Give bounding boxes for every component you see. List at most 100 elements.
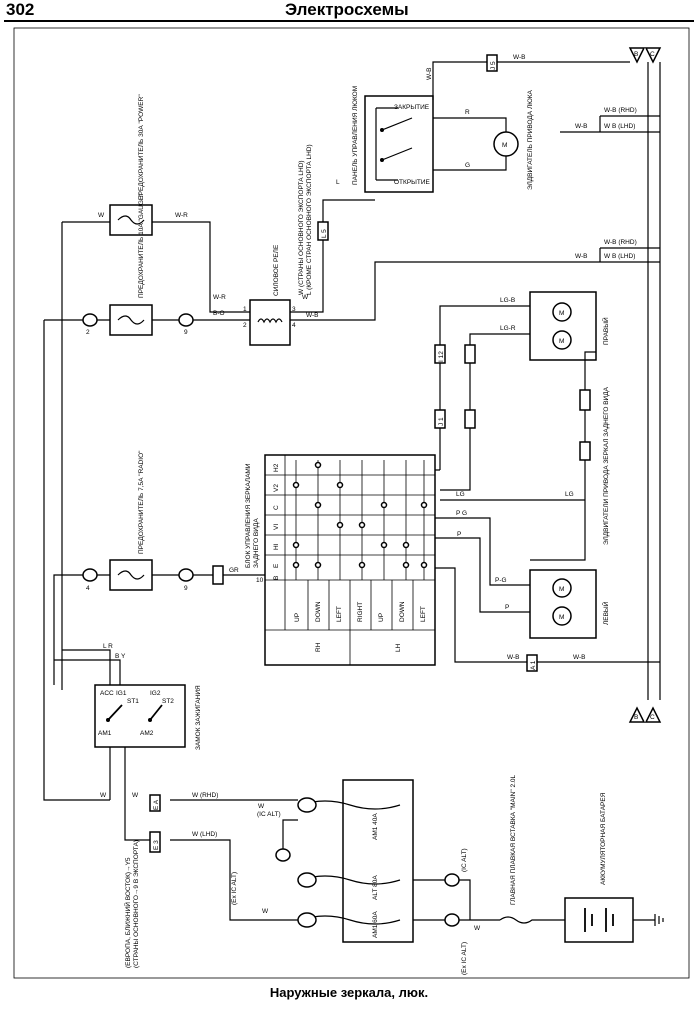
wire-label-g: G (465, 162, 470, 169)
connector-oval-2 (297, 872, 317, 888)
fuse-gauge-label: ПРЕДОХРАНИТЕЛЬ 10А "GAUGE" (138, 193, 145, 298)
connector-oval-1 (297, 797, 317, 813)
marker-b-top (628, 47, 646, 64)
wire-label-p: P (457, 531, 461, 538)
marker-b-bottom-label: B (634, 714, 638, 721)
sunroof-open-label: ОТКРЫТИЕ (394, 179, 431, 186)
mirror-block-label-1: БЛОК УПРАВЛЕНИЯ ЗЕРКАЛАМИ (245, 463, 252, 568)
power-relay (249, 299, 291, 346)
grid-group-lh: LH (395, 643, 402, 652)
wire-label-wr2: W-R (213, 294, 226, 301)
wire-label-wb-lhd2: W B (LHD) (604, 253, 635, 260)
wire-label-bo: B-O (213, 310, 225, 317)
mirror-motor-left: M M (529, 569, 597, 639)
term-relay-4: 4 (292, 322, 296, 329)
wire-label-pg2: P-G (495, 577, 507, 584)
wire-label-lg: LG (456, 491, 465, 498)
fuse-gauge (109, 304, 153, 336)
grid-group-rh: RH (315, 642, 322, 652)
lhd-note-1: W (СТРАНЫ ОСНОВНОГО ЭКСПОРТА LHD) (298, 160, 305, 295)
region-label-2: (СТРАНЫ ОСНОВНОГО→9 B ЭКСПОРТА) (133, 840, 140, 968)
grid-row-left-rh: LEFT (336, 606, 343, 622)
wire-label-exicalt: (Ex IC ALT) (231, 872, 238, 905)
wire-label-wb-top: W-B (513, 54, 526, 61)
svg-text:M: M (559, 310, 564, 317)
connector-e3-label: E 3 (153, 840, 160, 850)
battery-label: АККУМУЛЯТОРНАЯ БАТАРЕЯ (600, 792, 607, 885)
connector-4-gr (212, 565, 224, 585)
grid-row-right-rh: RIGHT (357, 602, 364, 622)
sunroof-panel-label: ПАНЕЛЬ УПРАВЛЕНИЯ ЛЮКОМ (352, 86, 359, 185)
wire-label-p2: P (505, 604, 509, 611)
diagram-frame (13, 27, 690, 979)
wire-label-l: L (336, 179, 340, 186)
wire-label-lg2: LG (565, 491, 574, 498)
term-2a: 2 (86, 329, 90, 336)
mirror-switch-block (264, 454, 436, 666)
marker-c-top (644, 47, 662, 64)
connector-j5 (486, 54, 498, 72)
grid-col-v2: V2 (273, 484, 280, 492)
svg-text:M: M (502, 142, 507, 149)
page-title: Электросхемы (285, 0, 409, 19)
sunroof-motor-label: ЭЛДВИГАТЕЛЬ ПРИВОДА ЛЮКА (527, 89, 534, 190)
ign-ig1: IG1 (116, 690, 127, 697)
wire-wb-relay-out (290, 261, 660, 321)
wire-label-wb-lhd: W B (LHD) (604, 123, 635, 130)
grid-row-up-lh: UP (378, 613, 385, 622)
grid-row-left-lh: LEFT (420, 606, 427, 622)
wire-power-bus (61, 221, 250, 690)
wire-label-icalt: (IC ALT) (257, 811, 281, 818)
connector-j1-c (579, 441, 591, 461)
fuse-am1-40a: AM1 40A (372, 813, 379, 840)
grid-col-c: C (273, 505, 280, 510)
grid-col-hi: HI (273, 543, 280, 550)
grid-row-down-lh: DOWN (399, 601, 406, 622)
wire-gauge-bus (43, 319, 250, 801)
wire-label-w-relay: W (302, 294, 309, 301)
page-number: 302 (6, 0, 35, 19)
connector-oval-6 (444, 913, 460, 927)
wire-label-lgr: LG-R (500, 325, 516, 332)
wire-label-gr: GR (229, 567, 239, 574)
wire-wb-rhd-lhd-top (560, 115, 660, 133)
mirror-left-label: ЛЕВЫЙ (601, 601, 610, 625)
wire-lg-right (439, 305, 530, 345)
fuse-radio (109, 559, 153, 591)
connector-oval-5 (444, 873, 460, 887)
fuse-radio-label: ПРЕДОХРАНИТЕЛЬ 7,5А "RADIO" (138, 450, 145, 554)
ign-acc: ACC (100, 690, 114, 697)
grid-col-b: B (273, 576, 280, 580)
wire-wb-sunroof (432, 61, 630, 100)
connector-i12-a (434, 344, 446, 364)
wire-bus-bc (647, 62, 661, 700)
fusible-link-block (299, 779, 414, 943)
wire-label-exicalt2: (Ex IC ALT) (461, 942, 468, 975)
grid-col-h2: H2 (273, 463, 280, 472)
sunroof-motor: M (493, 131, 519, 157)
connector-gauge-left (82, 313, 98, 327)
lhd-note-2: L (КРОМЕ СТРАН ОСНОВНОГО ЭКСПОРТА LHD) (306, 144, 313, 295)
ign-st2: ST2 (162, 698, 174, 705)
wire-lg-right-2 (439, 363, 471, 491)
connector-i12-c (579, 389, 591, 411)
wire-label-lgb: LG-B (500, 297, 515, 304)
mirror-motor-right: M M (529, 291, 597, 361)
grid-col-vi: VI (273, 524, 280, 530)
wire-label-wr: W-R (175, 212, 188, 219)
connector-ea-label: E A (153, 799, 160, 810)
fuse-alt-80a: ALT 80A (372, 875, 379, 900)
wire-label-w-lhd: W (LHD) (192, 831, 217, 838)
wire-l-sunroof (290, 199, 375, 313)
wire-lg-right-3 (530, 351, 596, 561)
wire-label-w-bot5: W (474, 925, 481, 932)
wire-label-r: R (465, 109, 470, 116)
grid-row-up-rh: UP (294, 613, 301, 622)
wire-label-wb-a1: W-B (507, 654, 520, 661)
wire-label-icalt2: (IC ALT) (461, 848, 468, 872)
connector-j5-label: J 5 (490, 61, 497, 70)
wire-label-w-bot4: W (262, 908, 269, 915)
term-relay-2: 2 (243, 322, 247, 329)
marker-c-top-label: C (650, 51, 655, 58)
